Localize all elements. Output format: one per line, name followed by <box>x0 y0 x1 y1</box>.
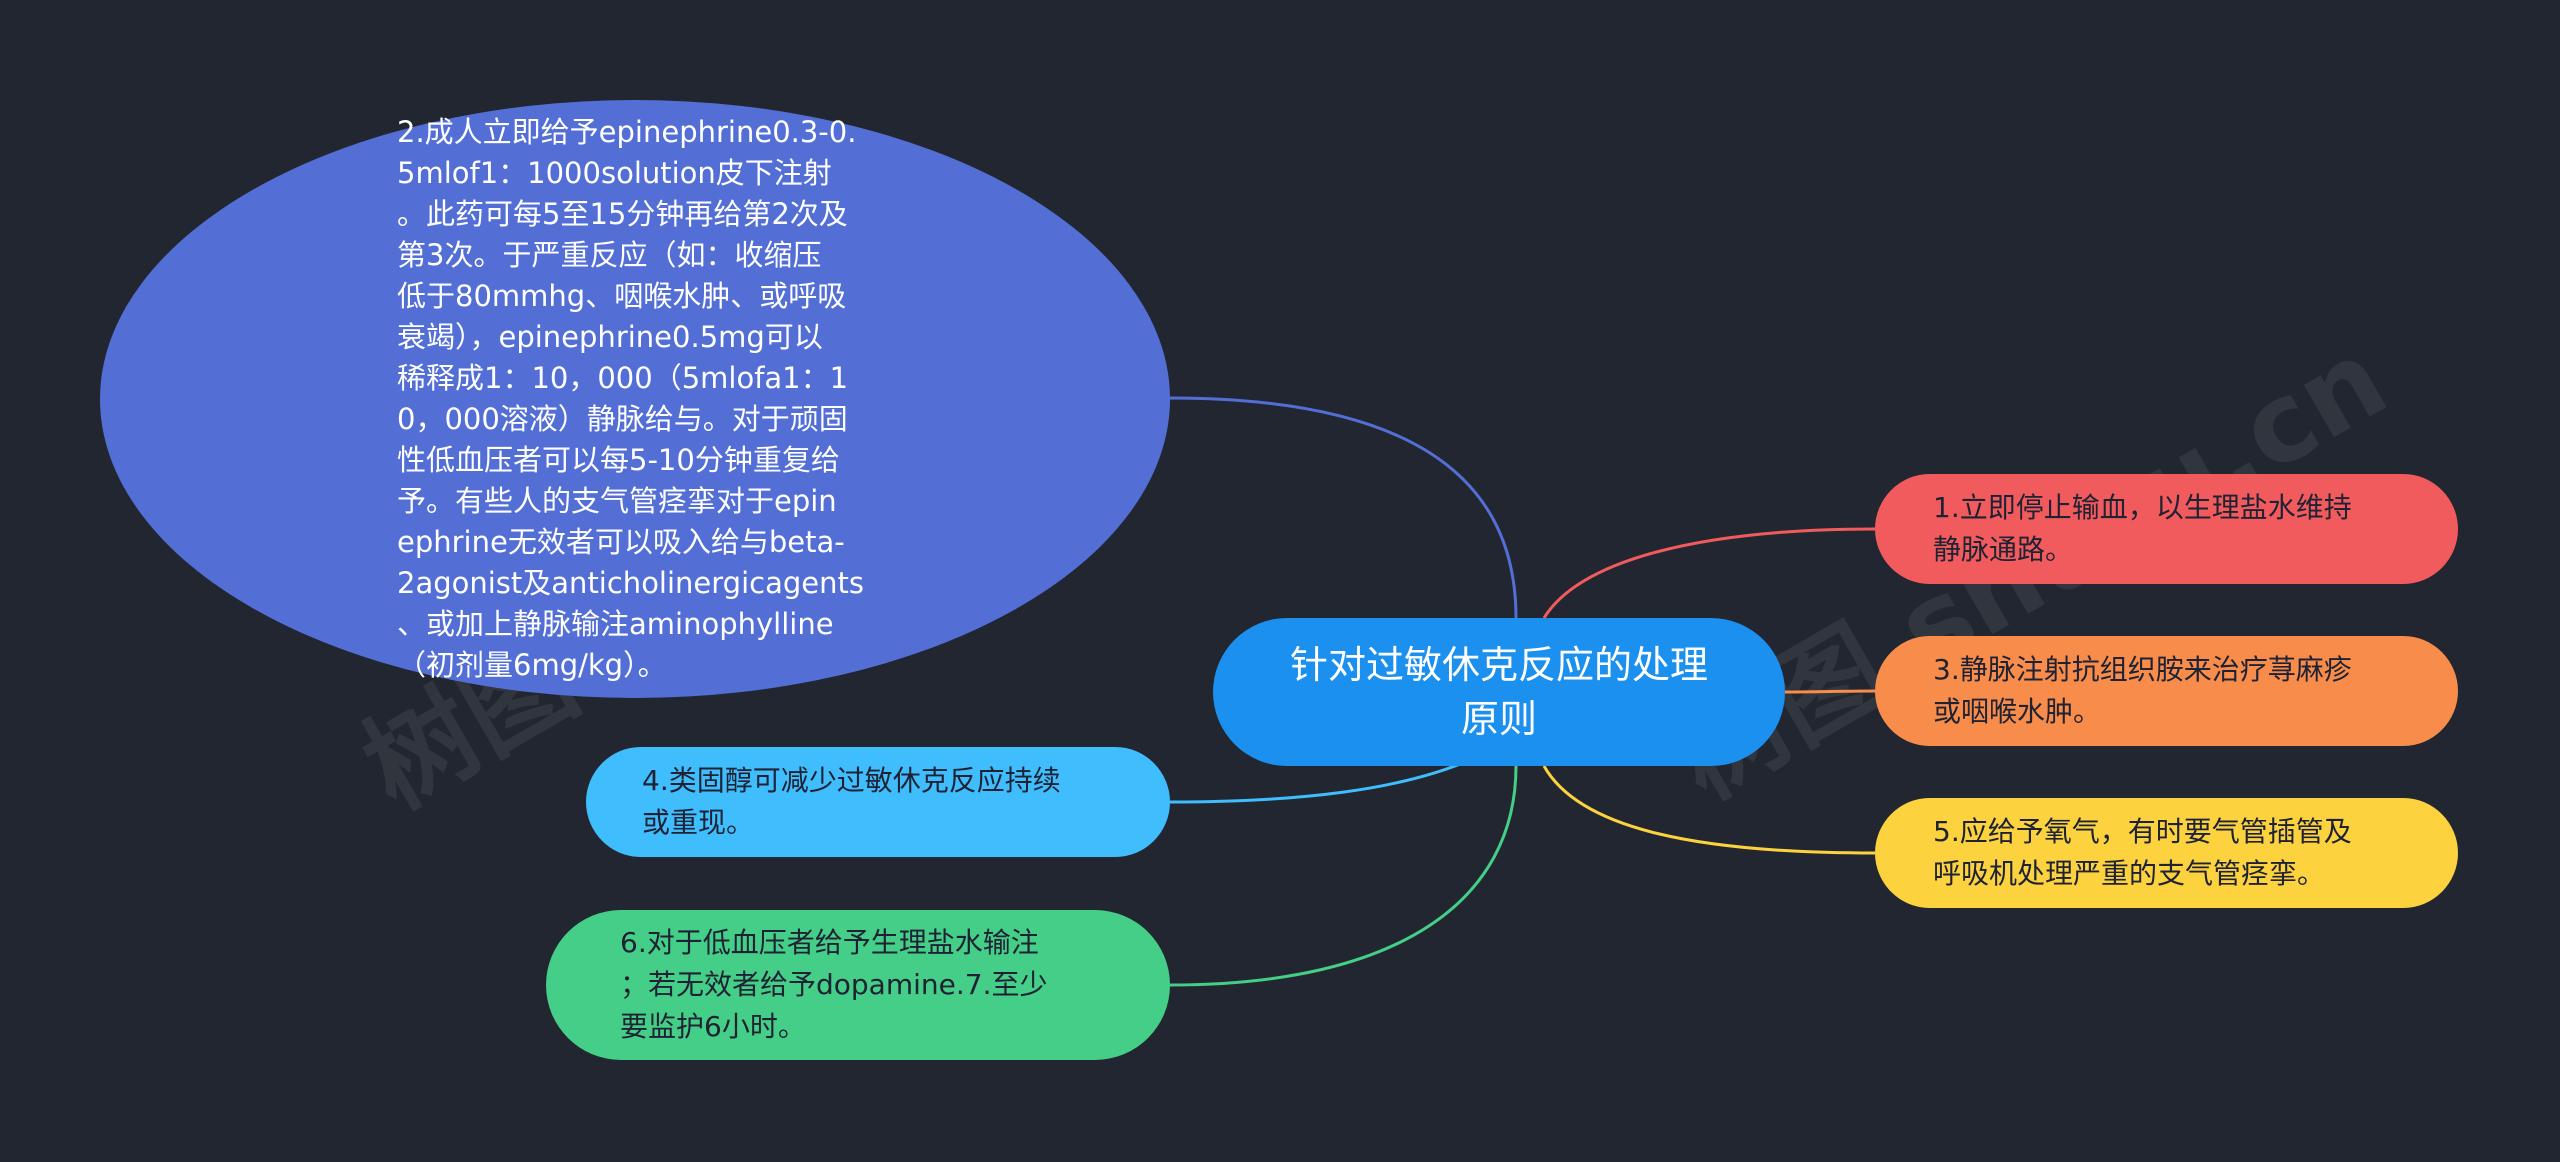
branch-node-6[interactable]: 6.对于低血压者给予生理盐水输注 ；若无效者给予dopamine.7.至少 要监… <box>546 910 1170 1060</box>
central-topic[interactable]: 针对过敏休克反应的处理 原则 <box>1213 618 1785 766</box>
connector-n6 <box>1169 765 1518 987</box>
central-topic-label: 针对过敏休克反应的处理 原则 <box>1289 643 1708 741</box>
branch-node-text: 5.应给予氧气，有时要气管插管及 呼吸机处理严重的支气管痉挛。 <box>1933 815 2352 890</box>
connector-n2 <box>1169 396 1518 619</box>
branch-node-text: 6.对于低血压者给予生理盐水输注 ；若无效者给予dopamine.7.至少 要监… <box>620 926 1048 1043</box>
connector-n3 <box>1784 689 1876 694</box>
connector-n4 <box>1169 758 1471 804</box>
branch-node-text: 1.立即停止输血，以生理盐水维持 静脉通路。 <box>1933 491 2352 566</box>
branch-node-4[interactable]: 4.类固醇可减少过敏休克反应持续 或重现。 <box>586 747 1170 857</box>
branch-node-text: 4.类固醇可减少过敏休克反应持续 或重现。 <box>642 764 1061 839</box>
branch-node-5[interactable]: 5.应给予氧气，有时要气管插管及 呼吸机处理严重的支气管痉挛。 <box>1875 798 2458 908</box>
connector-n5 <box>1542 765 1876 855</box>
branch-node-text: 2.成人立即给予epinephrine0.3-0. 5mlof1：1000sol… <box>397 115 864 682</box>
branch-node-text: 3.静脉注射抗组织胺来治疗荨麻疹 或咽喉水肿。 <box>1933 653 2352 728</box>
branch-node-2[interactable]: 2.成人立即给予epinephrine0.3-0. 5mlof1：1000sol… <box>100 100 1170 698</box>
branch-node-3[interactable]: 3.静脉注射抗组织胺来治疗荨麻疹 或咽喉水肿。 <box>1875 636 2458 746</box>
connector-n1 <box>1542 527 1876 619</box>
branch-node-1[interactable]: 1.立即停止输血，以生理盐水维持 静脉通路。 <box>1875 474 2458 584</box>
